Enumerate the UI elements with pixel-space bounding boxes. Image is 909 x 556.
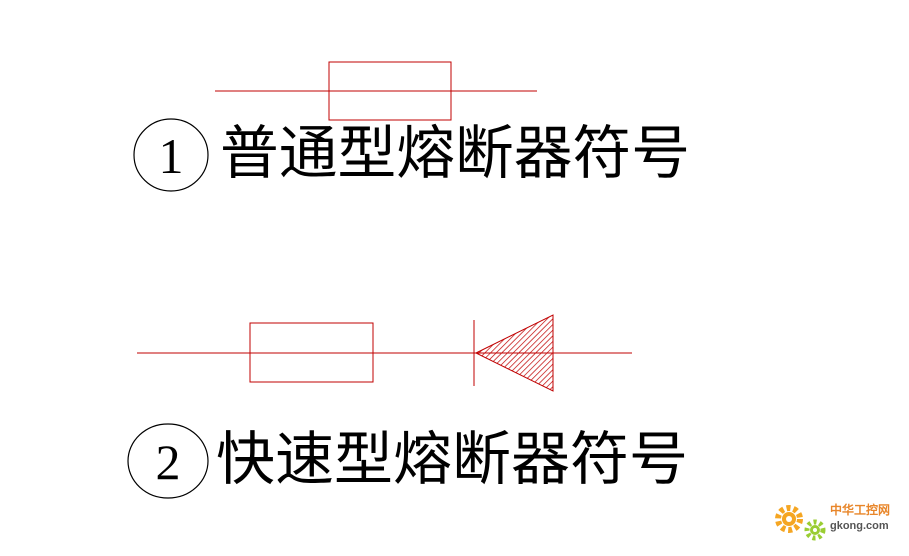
small-gear-icon	[804, 519, 826, 541]
watermark-domain: gkong.com	[830, 520, 889, 532]
label-fast-fuse: 快速型熔断器符号	[216, 425, 688, 493]
normal-fuse-body	[328, 61, 452, 121]
number-2: 2	[156, 434, 181, 490]
normal-fuse-symbol	[215, 61, 537, 121]
number-circle-1	[133, 118, 209, 192]
fast-fuse-symbol	[137, 314, 632, 392]
watermark: 中华工控网 gkong.com	[775, 502, 890, 541]
gear-icon	[775, 505, 803, 533]
watermark-brand: 中华工控网	[830, 502, 890, 517]
number-circle-2	[127, 423, 209, 499]
label-2: 2 快速型熔断器符号	[127, 423, 688, 499]
label-normal-fuse: 普通型熔断器符号	[220, 119, 690, 187]
number-1: 1	[159, 128, 184, 184]
fast-fuse-body	[249, 322, 374, 383]
label-1: 1 普通型熔断器符号	[133, 118, 690, 192]
fast-fuse-triangle	[474, 314, 554, 392]
